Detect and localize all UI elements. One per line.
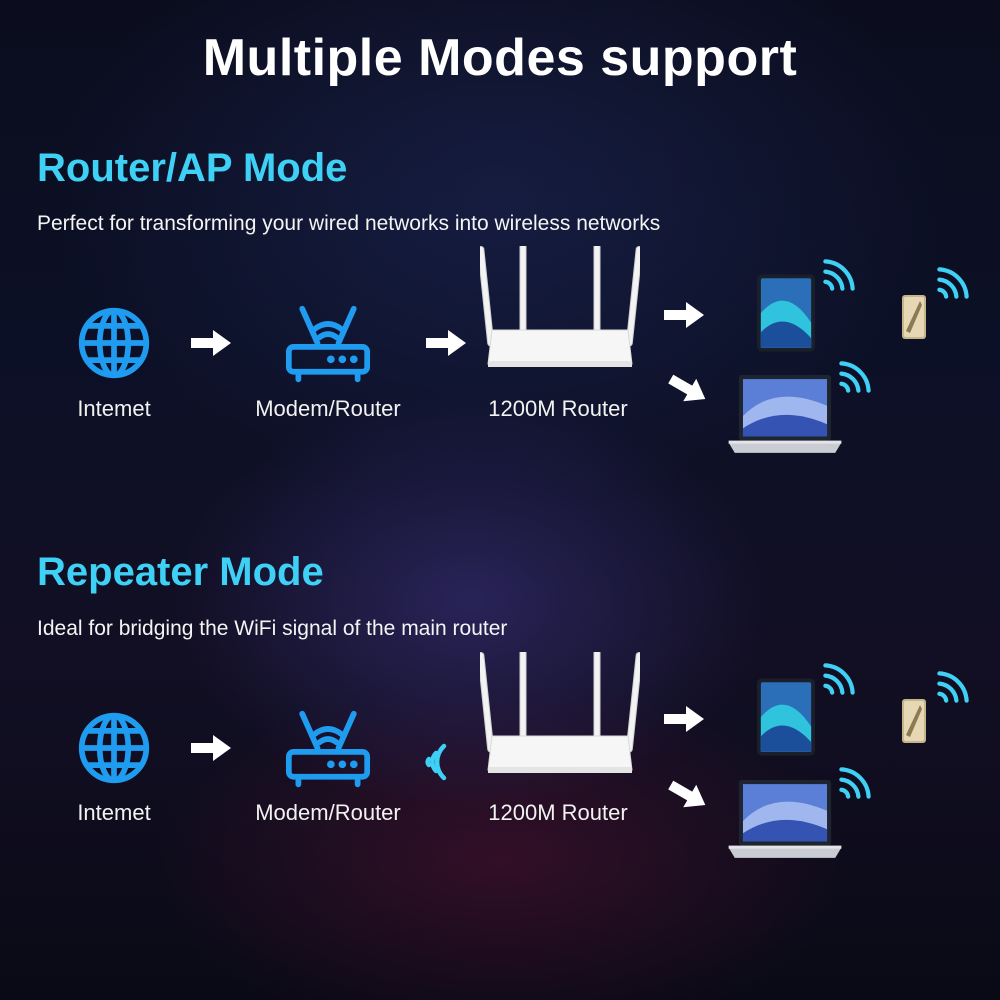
arrow-right-icon — [664, 706, 704, 732]
modem-icon — [285, 710, 371, 790]
wifi-icon — [936, 266, 970, 300]
arrow-right-icon — [191, 735, 231, 761]
tablet-image — [757, 272, 815, 354]
arrow-down-right-icon — [664, 368, 712, 411]
arrow-right-icon — [191, 330, 231, 356]
globe-icon — [76, 710, 152, 786]
laptop-image — [728, 375, 842, 457]
wifi-icon — [822, 258, 856, 292]
arrow-right-icon — [426, 330, 466, 356]
tablet-image — [757, 676, 815, 758]
arrow-right-icon — [664, 302, 704, 328]
globe-icon — [76, 305, 152, 381]
arrow-down-right-icon — [664, 774, 712, 817]
wifi-icon — [822, 662, 856, 696]
repeater-heading: Repeater Mode — [37, 550, 324, 594]
internet-label: Intemet — [77, 800, 151, 825]
laptop-image — [728, 780, 842, 862]
router-1200m-image — [480, 246, 640, 376]
wifi-signal-icon — [420, 742, 450, 782]
wifi-icon — [838, 360, 872, 394]
router-1200m-label: 1200M Router — [488, 396, 628, 421]
modem-icon — [285, 305, 371, 385]
router-1200m-label: 1200M Router — [488, 800, 628, 825]
page-title: Multiple Modes support — [202, 29, 798, 87]
phone-image — [902, 694, 926, 748]
phone-image — [902, 290, 926, 344]
router-ap-heading: Router/AP Mode — [37, 146, 348, 190]
repeater-description: Ideal for bridging the WiFi signal of th… — [37, 617, 508, 640]
wifi-icon — [838, 766, 872, 800]
router-ap-description: Perfect for transforming your wired netw… — [37, 212, 661, 235]
modem-router-label: Modem/Router — [255, 800, 401, 825]
modem-router-label: Modem/Router — [255, 396, 401, 421]
wifi-icon — [936, 670, 970, 704]
internet-label: Intemet — [77, 396, 151, 421]
router-1200m-image — [480, 652, 640, 782]
